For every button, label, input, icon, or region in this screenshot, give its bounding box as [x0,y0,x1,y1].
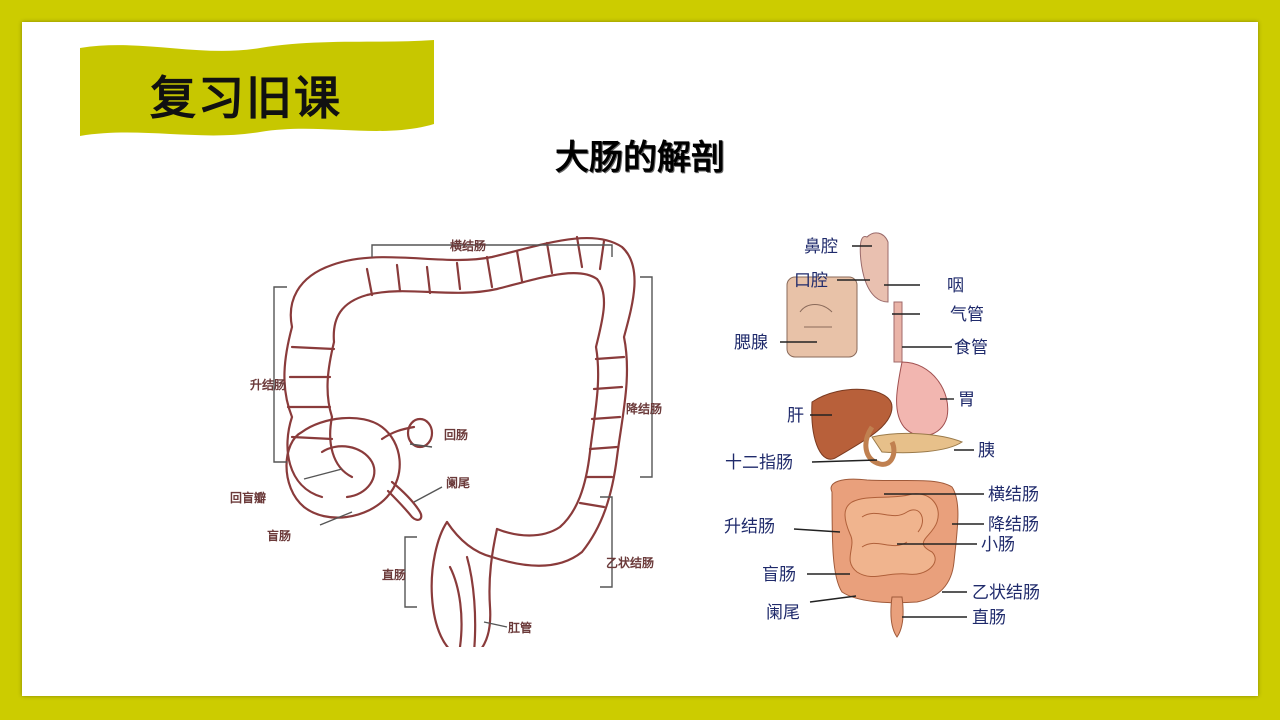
page-title: 复习旧课 [150,71,342,125]
head-illustration [786,276,858,358]
colon-outer [283,236,636,567]
ileum-shape [406,417,434,449]
label-sigmoid-colon-right: 乙状结肠 [972,583,1040,603]
label-transverse-colon-right: 横结肠 [988,485,1039,505]
duodenum-shape [863,425,897,467]
stomach-shape [896,361,949,437]
label-transverse-colon: 横结肠 [450,238,486,253]
label-rectum-right: 直肠 [972,608,1006,628]
slide: 复习旧课 大肠的解剖 [22,22,1258,696]
label-rectum: 直肠 [382,567,406,582]
subtitle: 大肠的解剖 [555,138,725,178]
esophagus-shape [893,301,903,363]
label-duodenum: 十二指肠 [725,453,793,473]
label-ileum: 回肠 [444,427,468,442]
label-nasal-cavity: 鼻腔 [804,237,838,257]
nasal-pharynx [859,232,889,303]
digestive-system-diagram: 鼻腔 口腔 咽 气管 食管 腮腺 胃 肝 胰 十二指肠 横结肠 降结肠 升结肠 … [724,232,1040,638]
label-cecum: 盲肠 [267,528,291,543]
label-oral-cavity: 口腔 [794,271,828,291]
label-ascending-colon: 升结肠 [250,377,286,392]
label-trachea: 气管 [950,305,984,325]
label-salivary-gland: 腮腺 [734,333,768,353]
label-small-intestine: 小肠 [981,535,1015,555]
label-anal-canal: 肛管 [508,620,532,635]
label-sigmoid-colon: 乙状结肠 [606,555,654,570]
appendix-shape [386,480,423,521]
large-intestine-diagram: 横结肠 升结肠 降结肠 回肠 回盲瓣 阑尾 盲肠 直肠 乙状结肠 肛管 [230,235,662,647]
label-esophagus: 食管 [954,338,988,358]
label-pharynx: 咽 [947,276,964,296]
label-liver: 肝 [787,406,804,426]
title-banner [80,40,434,136]
rectum-shape-right [890,596,904,638]
cecum-shape [285,416,401,519]
colon-inner [326,272,606,537]
label-descending-colon: 降结肠 [626,401,662,416]
label-pancreas: 胰 [978,441,995,461]
label-cecum-right: 盲肠 [762,565,796,585]
pancreas-shape [871,432,964,454]
label-descending-colon-right: 降结肠 [988,515,1039,535]
small-intestine-shape [844,493,939,577]
label-appendix: 阑尾 [446,475,470,490]
liver-shape [811,388,893,460]
label-ascending-colon-right: 升结肠 [724,517,775,537]
rectum-shape [430,520,499,647]
label-appendix-right: 阑尾 [766,603,800,623]
label-ileocecal-valve: 回盲瓣 [230,490,266,505]
label-stomach: 胃 [958,390,975,410]
